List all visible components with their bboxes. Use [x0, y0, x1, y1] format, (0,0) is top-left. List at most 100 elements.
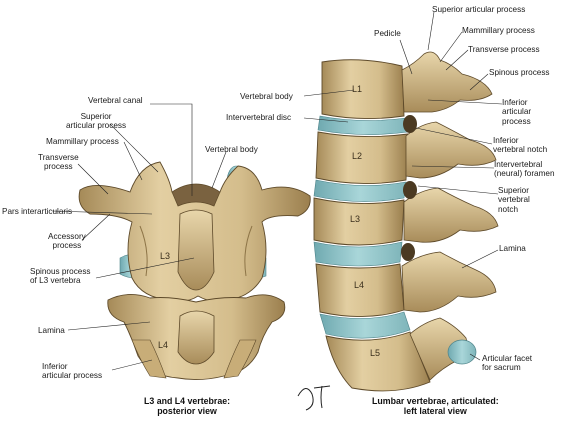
disc-l3-l4	[313, 241, 403, 267]
leader-spinous-l3	[95, 257, 195, 279]
leader-lat-foramen	[411, 165, 495, 169]
label-lat-inferior-articular-line2: articular	[502, 107, 532, 117]
label-pars-interarticularis: Pars interarticularis	[2, 207, 73, 216]
lateral-view-drawing	[313, 51, 499, 392]
disc-l2-l3	[313, 179, 407, 202]
body-l3	[313, 197, 405, 246]
vertebra-label-l2: L2	[352, 151, 363, 161]
label-lat-pedicle: Pedicle	[374, 29, 401, 38]
inferior-articular-l4-left	[131, 339, 167, 379]
foramen-l3-l4	[401, 243, 415, 261]
label-transverse-process-line2: process	[43, 162, 73, 172]
label-spinous-process-l3-line1: Spinous process	[30, 267, 91, 276]
caption-lateral-line1: Lumbar vertebrae, articulated:	[372, 396, 499, 406]
label-lat-superior-notch-line3: notch	[498, 204, 519, 214]
label-lat-inferior-articular-line1: Inferior	[502, 98, 528, 107]
leader-lat-mammillary	[439, 31, 463, 63]
leader-lat-vertebral-body	[303, 89, 355, 97]
label-superior-articular-process-line2: articular process	[66, 121, 127, 131]
body-l2	[315, 131, 409, 184]
leader-mammillary	[123, 141, 143, 181]
leader-vertebral-canal	[150, 103, 193, 196]
label-lat-foramen-line2: (neural) foramen	[494, 169, 555, 179]
caption-posterior-view: L3 and L4 vertebrae: posterior view	[144, 396, 230, 416]
shade-l3-b	[244, 225, 253, 277]
label-accessory-process: Accessory process	[48, 232, 86, 251]
leader-vertebral-body	[211, 151, 227, 189]
label-lat-superior-vertebral-notch: Superior vertebral notch	[498, 186, 530, 214]
leader-lines	[51, 11, 503, 371]
label-transverse-process: Transverse process	[38, 153, 79, 172]
leader-lamina	[67, 321, 151, 331]
label-lat-superior-notch-line1: Superior	[498, 186, 529, 195]
body-l4	[315, 263, 405, 317]
vertebral-canal-arch	[171, 183, 221, 207]
leader-lat-disc	[303, 117, 349, 123]
leader-lat-inferior-articular	[427, 99, 503, 105]
posterior-elements-l1	[401, 51, 493, 113]
posterior-elements-l5	[409, 317, 468, 381]
disc-l4-l5	[319, 311, 411, 339]
caption-lateral-view: Lumbar vertebrae, articulated: left late…	[372, 396, 499, 416]
label-lat-inferior-articular-line3: process	[502, 116, 531, 126]
vertebra-label-l4: L4	[354, 280, 365, 290]
label-lat-spinous-process: Spinous process	[489, 68, 550, 77]
posterior-elements-l2	[405, 121, 497, 179]
label-lat-intervertebral-foramen: Intervertebral (neural) foramen	[494, 160, 555, 179]
vertebra-label-l3-posterior: L3	[160, 251, 171, 261]
label-lat-vertebral-body: Vertebral body	[240, 92, 293, 101]
label-inferior-articular-process-line1: Inferior	[42, 362, 68, 371]
leader-lat-superior-articular	[427, 11, 435, 51]
label-inferior-articular-process-line2: articular process	[42, 371, 103, 381]
netter-signature-drawing	[297, 385, 331, 411]
leader-transverse	[77, 163, 109, 195]
leader-lat-inferior-notch	[415, 127, 493, 145]
leader-superior-articular	[109, 123, 159, 173]
posterior-elements-l4	[401, 251, 497, 313]
leader-lat-transverse	[445, 49, 469, 71]
inferior-articular-l4-right	[223, 339, 257, 379]
body-l1	[321, 59, 405, 120]
label-superior-articular-process: Superior articular process	[66, 112, 126, 131]
label-accessory-process-line2: process	[52, 241, 82, 251]
label-lat-transverse-process: Transverse process	[468, 45, 540, 54]
label-accessory-process-line1: Accessory	[48, 232, 86, 241]
label-superior-articular-process-line1: Superior	[80, 112, 112, 121]
label-lat-inferior-notch-line2: vertebral notch	[493, 145, 548, 155]
label-transverse-process-line1: Transverse	[38, 153, 79, 162]
leader-lat-pedicle	[399, 39, 413, 75]
label-lat-lamina: Lamina	[499, 244, 526, 253]
caption-posterior-line2: posterior view	[157, 406, 217, 416]
vertebra-label-l3: L3	[350, 214, 361, 224]
vertebra-label-l4-posterior: L4	[158, 340, 169, 350]
spinous-l4-drawing	[177, 310, 215, 365]
caption-lateral-line2: left lateral view	[403, 406, 467, 416]
label-lat-superior-notch-line2: vertebral	[498, 195, 530, 205]
leader-lat-superior-notch	[417, 185, 499, 195]
label-lat-inferior-notch-line1: Inferior	[493, 136, 519, 145]
label-lat-intervertebral-disc: Intervertebral disc	[226, 113, 292, 122]
label-inferior-articular-process: Inferior articular process	[42, 362, 102, 381]
leader-lat-lamina	[461, 249, 499, 269]
articular-facet-sacrum-drawing	[447, 339, 477, 365]
leader-lat-facet	[469, 353, 481, 361]
posterior-view-drawing	[78, 161, 311, 381]
shade-l3-a	[139, 225, 148, 277]
label-lamina: Lamina	[38, 326, 65, 335]
label-vertebral-body: Vertebral body	[205, 145, 258, 154]
leader-lat-spinous	[469, 73, 489, 91]
label-lat-facet-line1: Articular facet	[482, 354, 533, 363]
label-lat-inferior-vertebral-notch: Inferior vertebral notch	[493, 136, 547, 155]
leader-pars	[51, 210, 153, 215]
spinous-process-l3-drawing	[177, 209, 215, 291]
caption-posterior-line1: L3 and L4 vertebrae:	[144, 396, 231, 406]
vertebra-label-l5: L5	[370, 348, 381, 358]
label-spinous-process-l3: Spinous process of L3 vertebra	[30, 267, 91, 286]
label-lat-mammillary-process: Mammillary process	[462, 26, 535, 35]
foramen-l1-l2	[403, 115, 417, 133]
label-vertebral-canal: Vertebral canal	[88, 96, 143, 105]
foramen-l2-l3	[403, 181, 417, 199]
label-spinous-process-l3-line2: of L3 vertebra	[30, 276, 81, 286]
